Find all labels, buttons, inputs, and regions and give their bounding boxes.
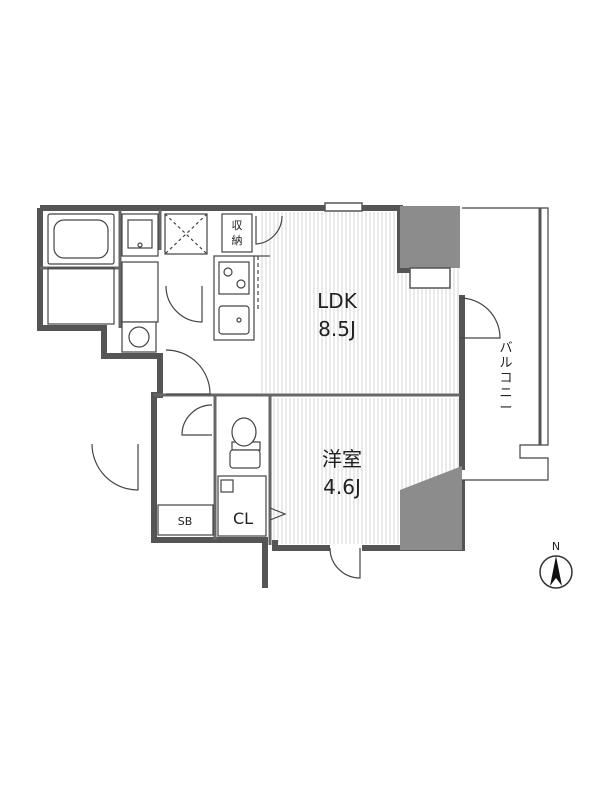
shoe-box-label: SB [178, 515, 193, 528]
storage-area: 収 納 [221, 213, 253, 253]
bathtub [47, 213, 115, 325]
closet-label: CL [233, 509, 253, 528]
western-room-size: 4.6J [323, 475, 361, 499]
ldk-name: LDK [317, 289, 358, 313]
balcony-label-char: バ [499, 341, 512, 356]
balcony-label-char: ー [499, 401, 512, 416]
entrance-fixtures: SB CL [157, 475, 287, 537]
storage-label: 収 [232, 219, 243, 232]
washbasin [121, 213, 159, 353]
balcony-label-char: ニ [499, 386, 512, 401]
balcony-label-char: コ [499, 371, 512, 386]
north-compass: N [539, 540, 573, 589]
ldk-size: 8.5J [318, 317, 356, 341]
kitchen-counter [213, 255, 270, 341]
storage-label-2: 納 [232, 234, 243, 247]
washer-space [164, 213, 208, 255]
balcony-label-char: ル [499, 356, 512, 371]
structural-pillars [400, 206, 462, 550]
windows [324, 202, 451, 289]
doors [91, 215, 501, 579]
compass-north-label: N [552, 540, 560, 553]
ldk-floor [261, 212, 459, 393]
western-room-name: 洋室 [322, 447, 362, 471]
toilet [229, 417, 261, 469]
balcony-label: バルコニー [499, 341, 512, 416]
balcony: バルコニー [462, 207, 549, 481]
